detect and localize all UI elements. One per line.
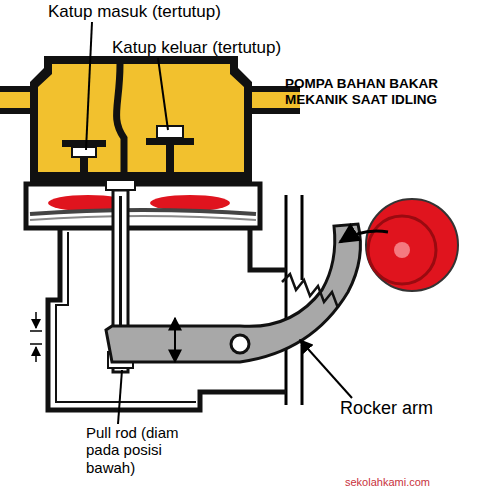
pump-cover [30,56,252,186]
part-label: Katup keluar (tertutup) [112,38,281,58]
wall-line [285,195,288,405]
stroke-tick [30,343,42,345]
engine-wall [286,195,302,405]
cam-center [394,242,410,258]
pump-body [48,228,286,410]
part-label: Pull rod (diam pada posisi bawah) [86,424,182,476]
part-label: Rocker arm [340,398,433,419]
stroke-tick [30,330,42,332]
valve-seat [146,138,194,145]
stroke-arrow [35,312,37,328]
diaphragm-plate [30,216,256,220]
inlet-valve [62,140,106,172]
valve-disc [72,147,96,157]
diaphragm [30,210,256,214]
rotation-arrow [340,231,388,242]
outlet-valve [146,126,194,172]
return-spring [282,274,338,308]
valve-stem [80,157,88,172]
leader-line [300,340,352,398]
diagram-title: POMPA BAHAN BAKAR MEKANIK SAAT IDLING [285,76,465,107]
leader-line [118,370,122,424]
motion-arrow [174,318,176,362]
valve-disc [157,126,183,138]
cam-ring [368,216,436,284]
rocker-arm [106,224,360,362]
fuel-chamber [38,64,244,172]
eccentric-cam [366,199,458,291]
valve-stem [166,145,174,172]
chamber-divider [117,64,124,172]
part-label: Katup masuk (tertutup) [48,2,221,22]
leader-line [86,22,92,150]
wall-line [301,345,304,405]
rocker-pivot [231,335,249,353]
wall-line [301,195,304,280]
leader-line [158,58,168,130]
watermark: sekolahkami.com [345,476,430,489]
stroke-arrow [35,347,37,362]
valve-seat [62,140,106,147]
rod-nut [106,180,135,190]
diaphragm-housing [26,184,260,228]
